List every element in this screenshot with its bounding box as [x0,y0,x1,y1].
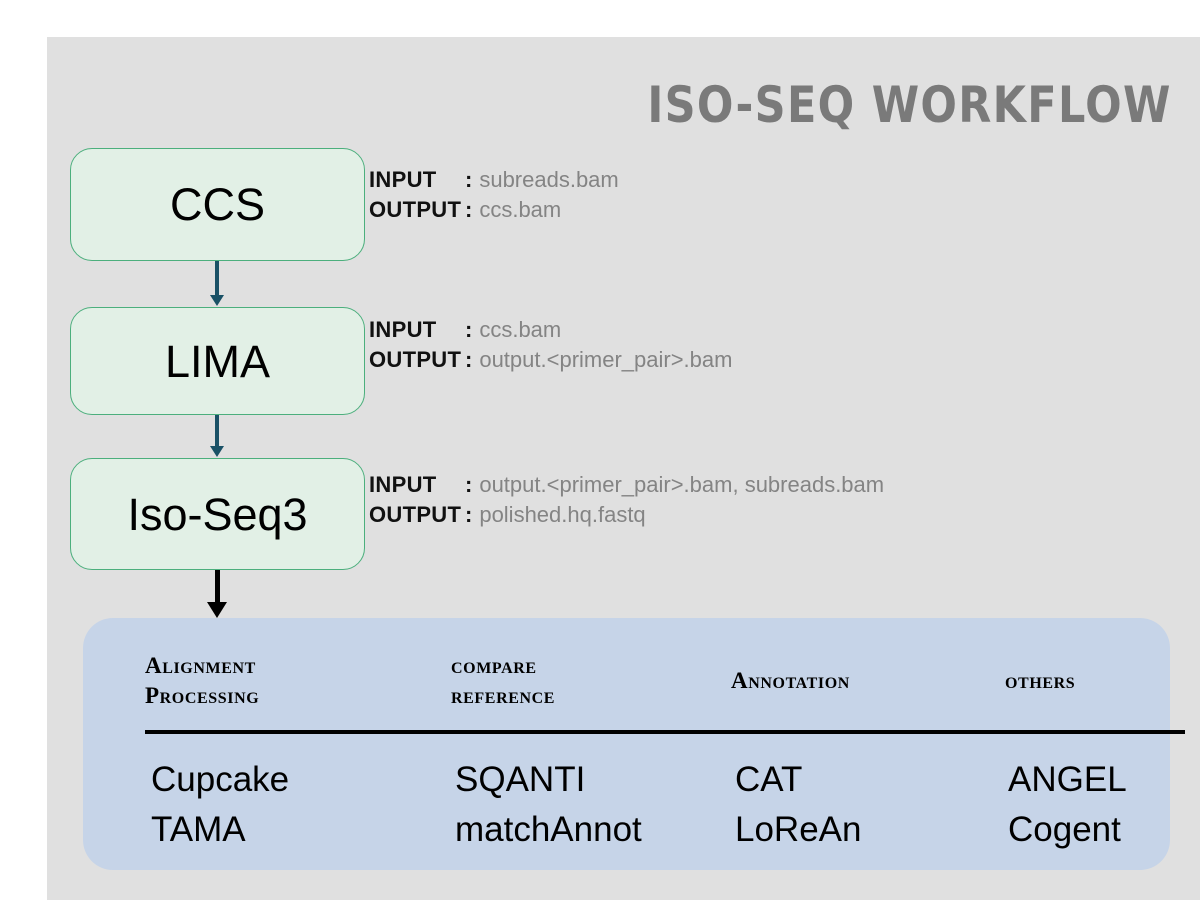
workflow-step-label: LIMA [164,335,271,387]
io-output-value: polished.hq.fastq [479,502,646,527]
io-input-colon: : [465,167,473,192]
flow-arrow-lima-to-isoseq3 [197,415,237,458]
io-input-label: INPUT [369,167,437,192]
table-cell: Cupcake [151,760,290,799]
io-output-colon: : [465,197,473,222]
workflow-step-label: Iso-Seq3 [127,488,308,540]
table-column-header-alignment-processing: Alignment Processing [145,653,260,708]
io-input-value: ccs.bam [479,317,562,342]
arrow-head-icon [210,295,224,306]
table-column-header-others: others [1005,668,1076,693]
table-cell: ANGEL [1008,760,1127,799]
arrow-head-icon [210,446,224,457]
table-cell: TAMA [151,810,246,849]
arrow-shaft [215,261,219,296]
io-output-row: OUTPUT:output.<primer_pair>.bam [369,345,732,375]
io-input-row: INPUT:subreads.bam [369,165,619,195]
workflow-step-ccs[interactable]: CCS [70,148,365,261]
flow-arrow-ccs-to-lima [197,261,237,307]
io-output-colon: : [465,502,473,527]
table-cell: LoReAn [735,810,862,849]
table-cell: matchAnnot [455,810,642,849]
io-input-colon: : [465,317,473,342]
table-column-header-compare-reference: compare reference [451,653,556,708]
io-input-label: INPUT [369,317,437,342]
page-title: ISO-SEQ WORKFLOW [647,76,1172,134]
io-input-value: subreads.bam [479,167,619,192]
arrow-shaft [214,570,220,603]
arrow-head-icon [207,602,227,618]
io-input-row: INPUT:output.<primer_pair>.bam, subreads… [369,470,884,500]
io-details-ccs: INPUT:subreads.bam OUTPUT:ccs.bam [369,165,619,225]
io-output-label: OUTPUT [369,197,462,222]
io-details-lima: INPUT:ccs.bam OUTPUT:output.<primer_pair… [369,315,732,375]
workflow-step-label: CCS [169,179,265,230]
tools-table: Alignment Processing compare reference A… [83,618,1185,870]
table-header-divider [145,730,1185,734]
io-output-value: ccs.bam [479,197,562,222]
downstream-tools-panel: Alignment Processing compare reference A… [83,618,1185,870]
io-input-value: output.<primer_pair>.bam, subreads.bam [479,472,885,497]
io-input-label: INPUT [369,472,437,497]
table-column-header-annotation: Annotation [731,668,850,693]
slide-panel: ISO-SEQ WORKFLOW CCS INPUT:subreads.bam … [47,37,1200,900]
io-details-isoseq3: INPUT:output.<primer_pair>.bam, subreads… [369,470,884,530]
io-input-row: INPUT:ccs.bam [369,315,732,345]
io-output-value: output.<primer_pair>.bam [479,347,733,372]
workflow-step-isoseq3[interactable]: Iso-Seq3 [70,458,365,570]
table-cell: SQANTI [455,760,586,799]
io-input-colon: : [465,472,473,497]
workflow-step-lima[interactable]: LIMA [70,307,365,415]
io-output-label: OUTPUT [369,502,462,527]
io-output-row: OUTPUT:polished.hq.fastq [369,500,884,530]
io-output-row: OUTPUT:ccs.bam [369,195,619,225]
table-cell: Cogent [1008,810,1121,849]
io-output-label: OUTPUT [369,347,462,372]
io-output-colon: : [465,347,473,372]
flow-arrow-isoseq3-to-tools [197,570,237,618]
table-cell: CAT [735,760,803,799]
arrow-shaft [215,415,219,447]
